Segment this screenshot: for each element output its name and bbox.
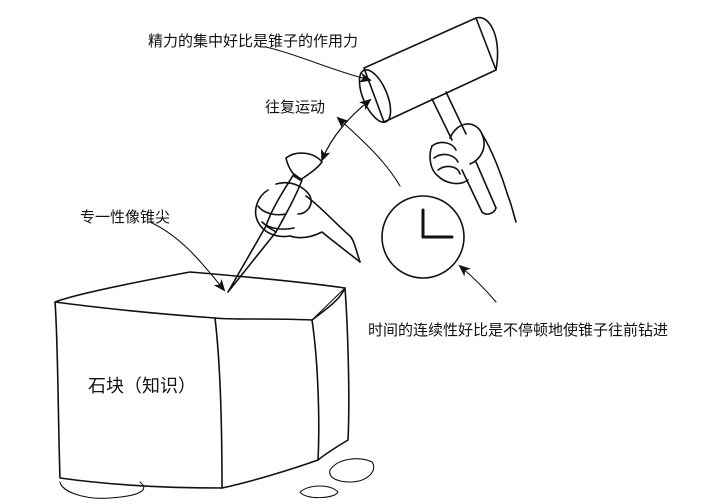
- clock-icon: [381, 195, 465, 279]
- hand-icon: [429, 123, 517, 223]
- stone-block-icon: [54, 271, 375, 499]
- time-label: 时间的连续性好比是不停顿地使锥子往前钻进: [368, 321, 669, 339]
- hand-icon: [254, 181, 361, 263]
- chisel-icon: [227, 152, 323, 293]
- stone-label: 石块（知识）: [88, 376, 196, 397]
- motion-label: 往复运动: [265, 98, 326, 116]
- arrow-icon: [149, 46, 497, 303]
- hammer-icon: [358, 16, 499, 215]
- tip-label: 专一性像锥尖: [80, 208, 171, 226]
- focus-label: 精力的集中好比是锥子的作用力: [148, 32, 359, 50]
